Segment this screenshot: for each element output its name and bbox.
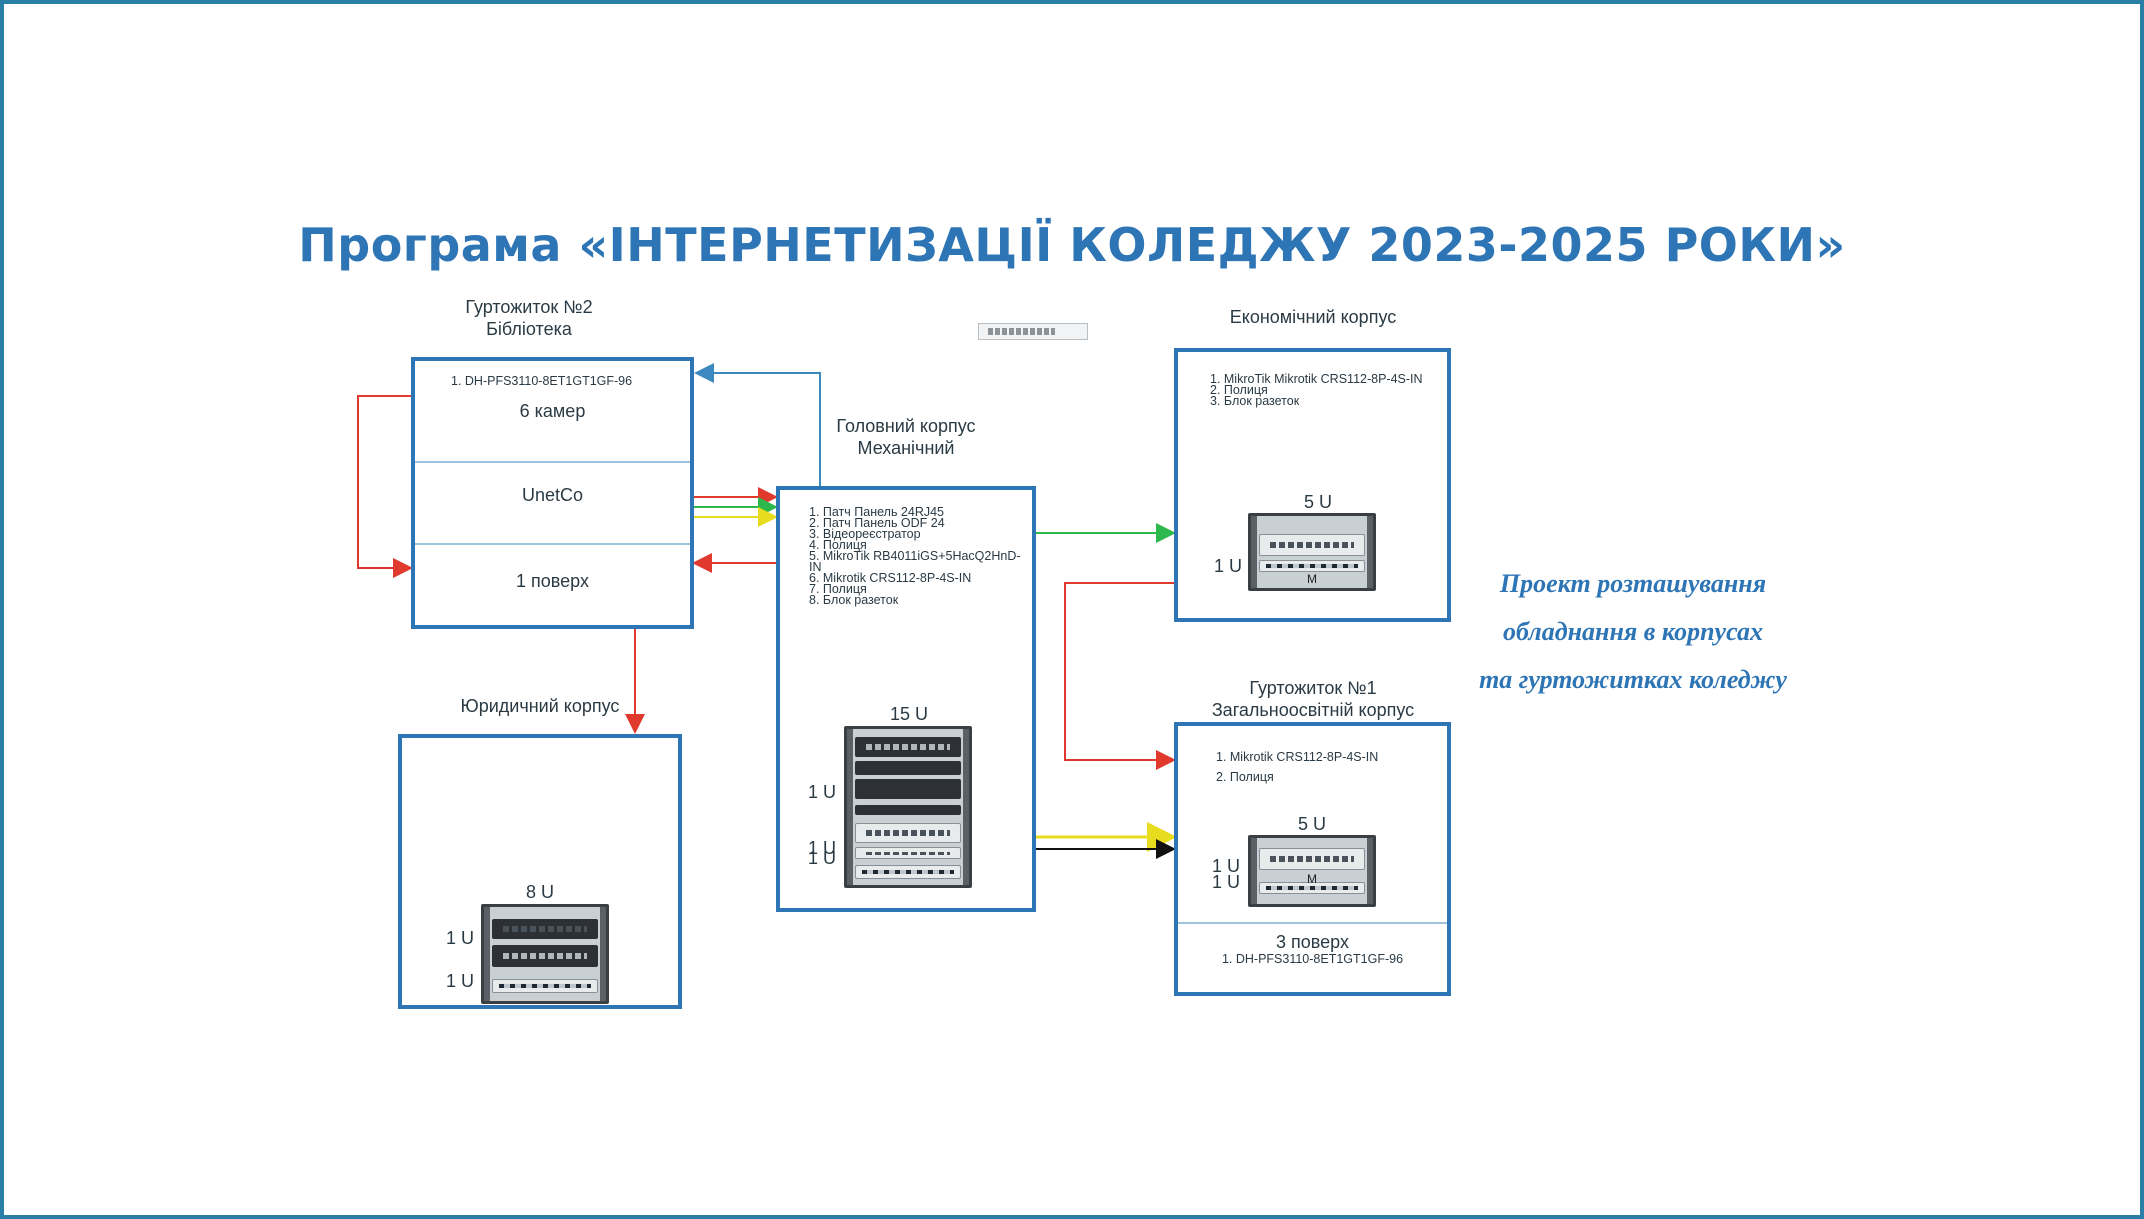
main-rack-shelf — [855, 805, 961, 815]
dorm2-divider-1 — [415, 461, 690, 463]
main-item: 1. Патч Панель 24RJ45 — [809, 505, 945, 519]
dorm1-divider — [1178, 922, 1447, 924]
main-item: 4. Полиця — [809, 538, 867, 552]
economic-item: 1. MikroTik Mikrotik CRS112-8P-4S-IN — [1210, 372, 1423, 386]
dorm2-label-line2: Бібліотека — [486, 319, 572, 339]
legal-rack-switch — [492, 919, 598, 939]
main-rack-recorder — [855, 779, 961, 799]
dorm2-box: 1. DH-PFS3110-8ET1GT1GF-96 6 камер UnetC… — [411, 357, 694, 629]
legal-rack — [481, 904, 609, 1004]
dorm2-label: Гуртожиток №2 Бібліотека — [412, 296, 646, 340]
project-note: Проект розташування обладнання в корпуса… — [1458, 560, 1808, 704]
project-note-line2: обладнання в корпусах — [1503, 617, 1763, 646]
dorm1-u-label-1: 1 U — [1212, 856, 1241, 876]
dorm1-u-label-2: 1 U — [1212, 872, 1241, 892]
dorm1-rack-outlets — [1259, 882, 1365, 894]
economic-item: 3. Блок разеток — [1210, 394, 1300, 408]
main-rack-odf — [855, 761, 961, 775]
dorm1-item-2: 2. Полиця — [1216, 770, 1274, 784]
main-label-line2: Механічний — [857, 438, 955, 458]
legal-rack-size: 8 U — [525, 882, 554, 902]
main-u-label-3: 1 U — [808, 848, 837, 868]
project-note-line1: Проект розташування — [1499, 569, 1767, 598]
dorm1-rack-size: 5 U — [1298, 814, 1327, 834]
economic-item: 2. Полиця — [1210, 383, 1268, 397]
project-note-line3: та гуртожитках коледжу — [1479, 665, 1787, 694]
dorm1-label-line1: Гуртожиток №1 — [1249, 678, 1377, 698]
main-u-label-1: 1 U — [808, 782, 837, 802]
economic-label: Економічний корпус — [1229, 307, 1397, 327]
link-economic-dorm1 — [1064, 573, 1192, 770]
main-box: 1. Патч Панель 24RJ45 2. Патч Панель ODF… — [776, 486, 1036, 912]
dorm2-floor: 1 поверх — [516, 571, 589, 591]
dorm1-item-1: 1. Mikrotik CRS112-8P-4S-IN — [1216, 750, 1379, 764]
dorm1-label-line2: Загальноосвітній корпус — [1211, 700, 1415, 720]
main-item: 8. Блок разеток — [809, 593, 899, 607]
main-u-label-2: 1 U — [808, 838, 837, 858]
main-item: 7. Полиця — [809, 582, 867, 596]
main-item: 6. Mikrotik CRS112-8P-4S-IN — [809, 571, 972, 585]
economic-rack-switch — [1259, 534, 1365, 556]
legal-rack-outlets — [492, 979, 598, 993]
main-rack — [844, 726, 972, 888]
economic-rack-outlets — [1259, 560, 1365, 572]
main-label: Головний корпус Механічний — [786, 415, 1026, 459]
link-main-dorm2-blue — [694, 363, 821, 486]
dorm1-rack-switch — [1259, 848, 1365, 870]
dorm1-floor-item: 1. DH-PFS3110-8ET1GT1GF-96 — [1221, 952, 1404, 966]
dorm1-label: Гуртожиток №1 Загальноосвітній корпус — [1178, 677, 1448, 721]
dorm2-provider: UnetCo — [521, 485, 584, 505]
link-dorm2-loop — [357, 386, 429, 578]
page-title: Програма «ІНТЕРНЕТИЗАЦІЇ КОЛЕДЖУ 2023-20… — [298, 218, 1846, 272]
economic-items: 1. MikroTik Mikrotik CRS112-8P-4S-IN 2. … — [1210, 372, 1423, 408]
main-rack-patch-panel — [855, 737, 961, 757]
economic-u-label-1: 1 U — [1214, 556, 1243, 576]
legal-u-label-2: 1 U — [446, 971, 475, 991]
dorm1-rack: M — [1248, 835, 1376, 907]
legal-box: 8 U 1 U 1 U — [398, 734, 682, 1009]
legal-label: Юридичний корпус — [460, 696, 620, 716]
main-item: 5. MikroTik RB4011iGS+5HacQ2HnD-IN — [809, 549, 1021, 574]
main-rack-router — [855, 823, 961, 843]
dorm1-rack-tag: M — [1307, 872, 1317, 886]
economic-box: 1. MikroTik Mikrotik CRS112-8P-4S-IN 2. … — [1174, 348, 1451, 622]
dorm1-box: 1. Mikrotik CRS112-8P-4S-IN 2. Полиця 5 … — [1174, 722, 1451, 996]
economic-rack: M — [1248, 513, 1376, 591]
dorm2-divider-2 — [415, 543, 690, 545]
dorm2-cameras: 6 камер — [519, 401, 586, 421]
main-rack-size: 15 U — [890, 704, 929, 724]
dorm2-label-line1: Гуртожиток №2 — [465, 297, 593, 317]
economic-rack-tag: M — [1307, 572, 1317, 586]
main-label-line1: Головний корпус — [836, 416, 976, 436]
legal-rack-router — [492, 945, 598, 967]
dorm1-floor: 3 поверх — [1276, 932, 1349, 952]
main-rack-outlets — [855, 865, 961, 879]
legal-u-label-1: 1 U — [446, 928, 475, 948]
main-rack-switch — [855, 847, 961, 859]
dorm2-item: 1. DH-PFS3110-8ET1GT1GF-96 — [451, 374, 633, 388]
switch-image — [978, 323, 1088, 340]
main-item: 2. Патч Панель ODF 24 — [809, 516, 945, 530]
main-item: 3. Відеореєстратор — [809, 527, 921, 541]
main-items: 1. Патч Панель 24RJ45 2. Патч Панель ODF… — [809, 505, 1032, 607]
economic-rack-size: 5 U — [1304, 492, 1333, 512]
